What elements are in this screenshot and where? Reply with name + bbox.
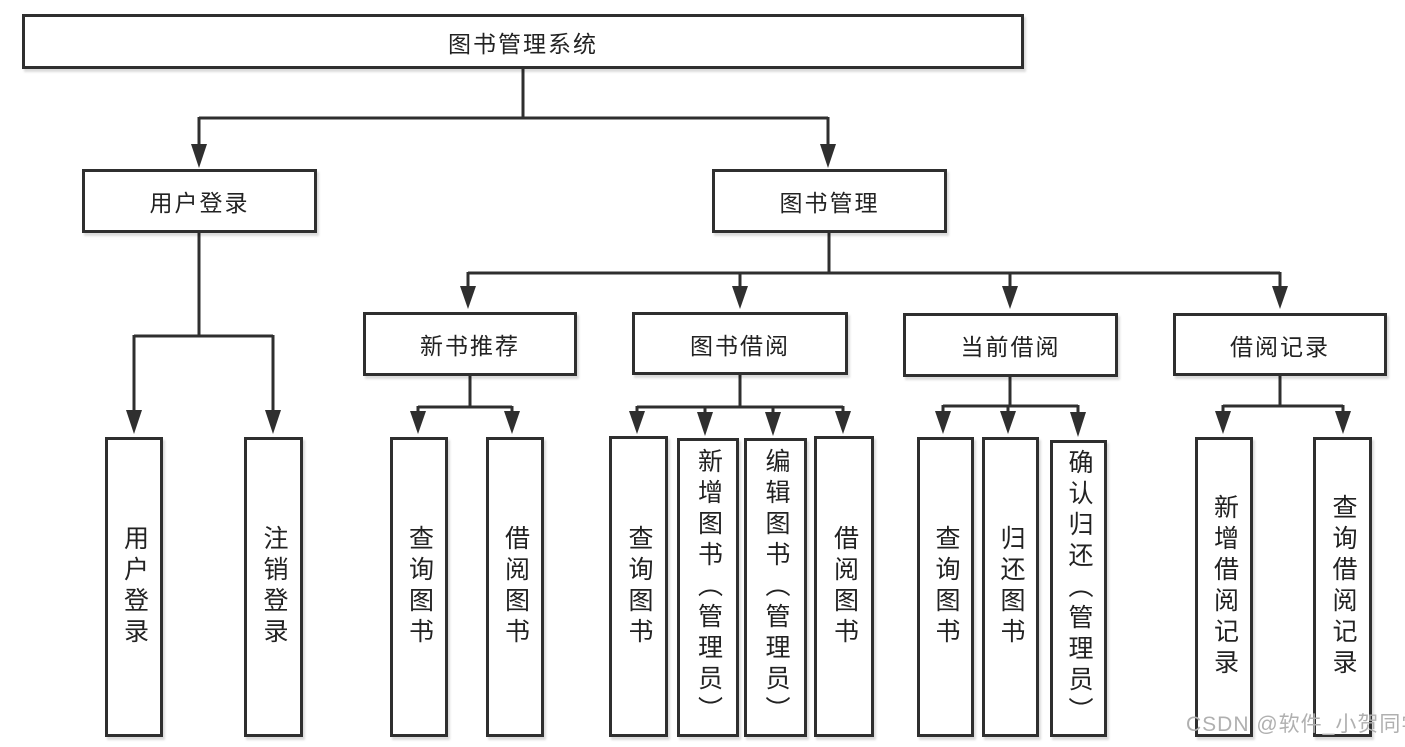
arrow-down-icon <box>1070 412 1086 437</box>
node-query-books-recommend: 查询图书 <box>390 437 448 737</box>
arrow-down-icon <box>460 286 476 309</box>
node-borrow-records: 借阅记录 <box>1173 313 1387 376</box>
node-return-book: 归还图书 <box>982 437 1039 737</box>
arrow-down-icon <box>935 411 951 434</box>
connector-book-management-to-level2 <box>460 231 1288 309</box>
node-query-books-current: 查询图书 <box>917 437 974 737</box>
node-add-book-admin: 新增图书（管理员） <box>677 438 739 737</box>
arrow-down-icon <box>1000 411 1016 434</box>
node-borrow-books-leaf: 借阅图书 <box>814 436 874 737</box>
connector-current-borrow-children <box>935 375 1086 437</box>
connector-user-login-children <box>126 231 281 434</box>
arrow-down-icon <box>1002 286 1018 309</box>
csdn-watermark: CSDN @软件_小贺同学 <box>1186 713 1405 736</box>
arrow-down-icon <box>265 410 281 434</box>
node-user-login-leaf: 用户登录 <box>105 437 163 737</box>
arrow-down-icon <box>191 144 207 168</box>
node-current-borrow: 当前借阅 <box>903 313 1118 377</box>
node-borrow-books-recommend: 借阅图书 <box>486 437 544 737</box>
arrow-down-icon <box>410 411 426 434</box>
node-confirm-return-admin: 确认归还（管理员） <box>1050 440 1107 737</box>
arrow-down-icon <box>820 144 836 168</box>
node-book-management: 图书管理 <box>712 169 947 233</box>
node-logout-leaf: 注销登录 <box>244 437 303 737</box>
node-query-books-borrow: 查询图书 <box>609 436 668 737</box>
node-book-borrow: 图书借阅 <box>632 312 848 375</box>
node-user-login: 用户登录 <box>82 169 317 233</box>
arrow-down-icon <box>697 412 713 436</box>
node-add-borrow-record: 新增借阅记录 <box>1195 437 1253 737</box>
connector-book-borrow-children <box>629 374 851 436</box>
node-root: 图书管理系统 <box>22 14 1024 69</box>
connector-borrow-records-children <box>1215 374 1351 434</box>
arrow-down-icon <box>765 412 781 436</box>
connector-root-to-level1 <box>191 68 836 168</box>
arrow-down-icon <box>1272 286 1288 309</box>
arrow-down-icon <box>1335 411 1351 434</box>
arrow-down-icon <box>732 286 748 309</box>
arrow-down-icon <box>504 411 520 434</box>
connector-new-book-children <box>410 374 520 434</box>
arrow-down-icon <box>126 410 142 434</box>
arrow-down-icon <box>835 411 851 434</box>
arrow-down-icon <box>629 411 645 434</box>
node-query-borrow-record: 查询借阅记录 <box>1313 437 1372 737</box>
node-edit-book-admin: 编辑图书（管理员） <box>744 438 807 737</box>
node-new-book-recommend: 新书推荐 <box>363 312 577 376</box>
arrow-down-icon <box>1215 411 1231 434</box>
